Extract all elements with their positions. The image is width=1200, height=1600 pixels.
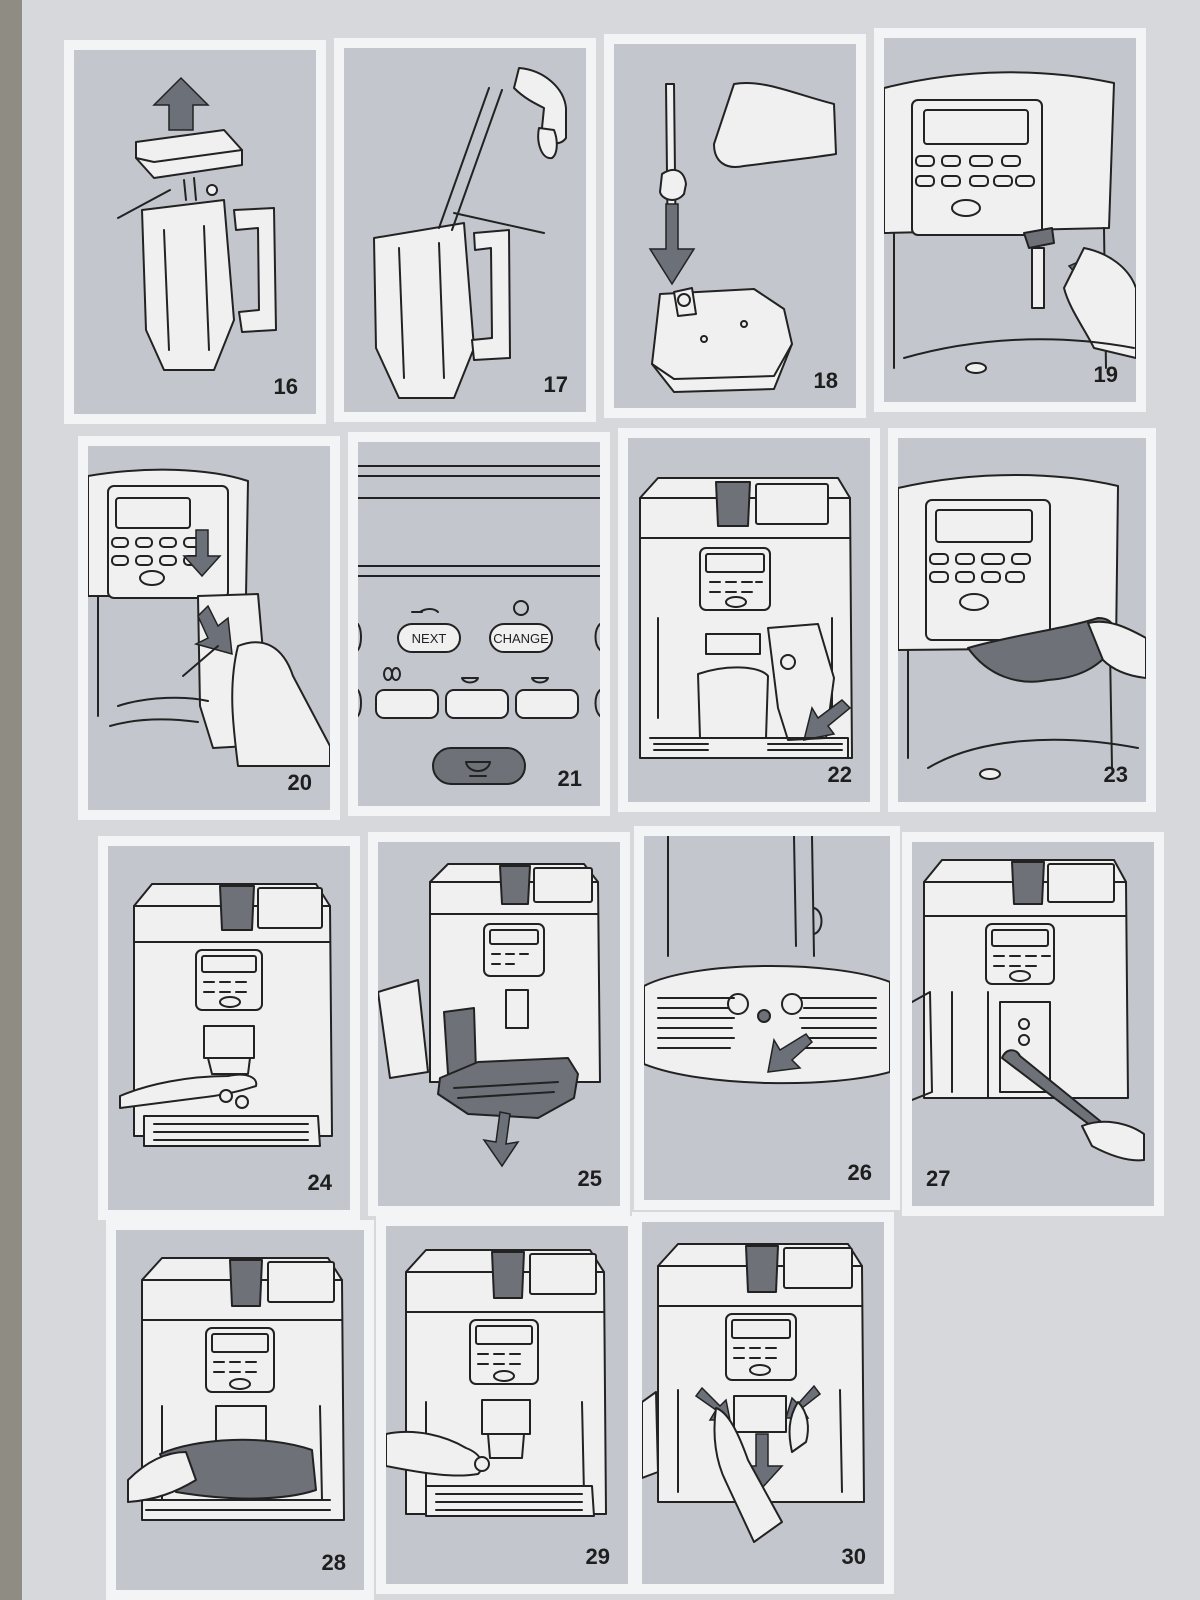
machine-cloth-wipe-icon [898, 474, 1146, 780]
machine-spout-adjust-icon [386, 1249, 607, 1517]
figure-18: 18 [604, 34, 866, 418]
figure-number: 30 [841, 1544, 866, 1569]
figure-19: 19 [874, 28, 1146, 412]
figure-21: NEXT CHANGE 21 [348, 432, 610, 816]
figure-30: 30 [632, 1212, 894, 1594]
machine-brew-unit-remove-icon [642, 1243, 865, 1543]
milk-container-insert-icon [648, 82, 837, 393]
figure-27: 27 [902, 832, 1164, 1216]
machine-jug-attach-icon [639, 477, 853, 759]
figure-number: 27 [926, 1166, 951, 1191]
figure-24: 24 [98, 836, 360, 1220]
figure-number: 16 [273, 374, 298, 399]
figure-number: 28 [321, 1550, 346, 1575]
drip-tray-float-icon [644, 836, 890, 1085]
next-button-label: NEXT [412, 631, 447, 646]
figure-number: 26 [847, 1160, 872, 1185]
figure-25: 25 [368, 832, 630, 1216]
change-button-label: CHANGE [493, 631, 549, 646]
figure-number: 18 [813, 368, 838, 393]
figure-28: 28 [106, 1220, 374, 1600]
figure-29: 29 [376, 1216, 638, 1594]
figure-23: 23 [888, 428, 1156, 812]
milk-jug-tube-removal-icon [373, 67, 567, 399]
milk-jug-lid-lift-icon [117, 76, 277, 371]
figure-number: 29 [585, 1544, 610, 1569]
machine-nozzle-removal-icon [884, 71, 1136, 374]
figure-22: 22 [618, 428, 880, 812]
figure-number: 21 [557, 766, 582, 791]
figure-number: 23 [1103, 762, 1128, 787]
machine-cloth-tray-icon [127, 1257, 345, 1521]
figure-number: 20 [287, 770, 312, 795]
figure-17: 17 [334, 38, 596, 422]
figure-number: 19 [1093, 362, 1118, 387]
figure-16: 16 [64, 40, 326, 424]
figure-number: 25 [577, 1166, 602, 1191]
manual-page: 16 17 [22, 0, 1200, 1600]
figure-number: 17 [543, 372, 568, 397]
machine-brush-clean-icon [912, 859, 1145, 1162]
control-panel-buttons-icon: NEXT CHANGE [358, 465, 600, 785]
figure-number: 24 [307, 1170, 332, 1195]
machine-drip-tray-remove-icon [378, 863, 601, 1168]
figure-20: 20 [78, 436, 340, 820]
figure-26: 26 [634, 826, 900, 1210]
figure-number: 22 [827, 762, 852, 787]
machine-jug-insert-icon [88, 468, 330, 767]
coffee-button [432, 747, 526, 785]
machine-nozzle-clean-icon [119, 883, 333, 1147]
